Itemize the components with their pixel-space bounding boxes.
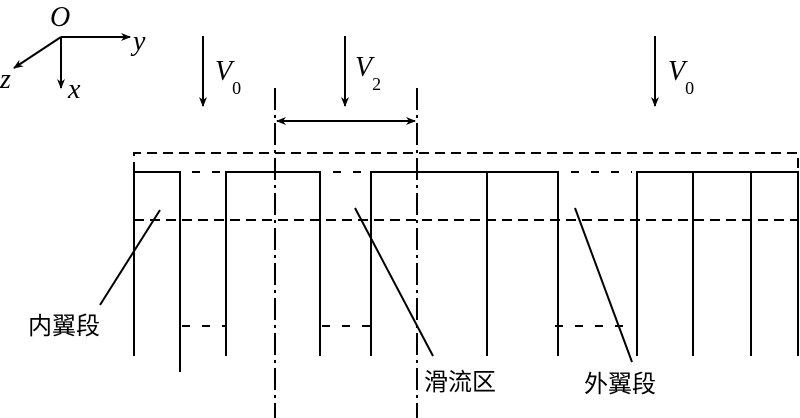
y-axis-label: y (130, 26, 146, 57)
velocity-v0-left: V0 (199, 36, 241, 107)
velocity-v0-right: V0 (651, 36, 694, 107)
strip (636, 171, 799, 356)
inner-wing-label: 内翼段 (28, 312, 100, 340)
svg-text:V0: V0 (215, 56, 241, 98)
strip (133, 171, 181, 372)
outer-wing-label: 外翼段 (584, 370, 656, 398)
origin-label: O (50, 2, 70, 33)
v2-label: V (355, 52, 375, 83)
v0-label: V (215, 56, 235, 87)
svg-text:V2: V2 (355, 52, 381, 94)
strip (225, 171, 321, 356)
v0-subscript: 0 (685, 78, 694, 98)
outer-wing-leader (574, 207, 633, 363)
coordinate-axes: O y x z (0, 2, 146, 105)
wing-leading-edge-dashed (133, 152, 799, 172)
slipstream-label: 滑流区 (424, 368, 496, 396)
v0-subscript: 0 (232, 78, 241, 98)
strip (370, 171, 559, 356)
v2-subscript: 2 (372, 74, 381, 94)
inner-wing-leader (99, 209, 161, 306)
wing-outline (133, 152, 799, 372)
x-axis-label: x (67, 74, 81, 105)
slipstream-leader (354, 207, 434, 357)
z-axis-label: z (0, 64, 11, 95)
z-axis-arrow (13, 36, 62, 69)
velocity-v2: V2 (341, 36, 381, 107)
v0-label: V (668, 56, 688, 87)
svg-text:V0: V0 (668, 56, 694, 98)
